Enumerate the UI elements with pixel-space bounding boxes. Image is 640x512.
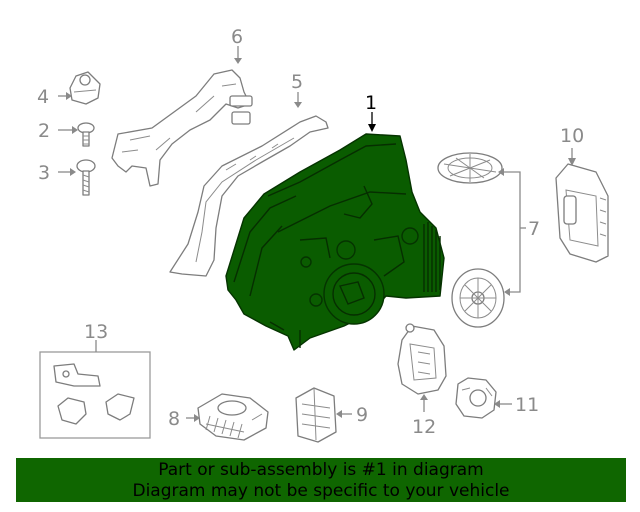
callout-12: 12 (412, 416, 436, 438)
callout-9: 9 (356, 404, 368, 426)
part-3-screw[interactable] (76, 159, 96, 196)
part-11-actuator[interactable] (455, 377, 497, 419)
callout-3: 3 (38, 162, 50, 184)
part-10-control-module[interactable] (555, 163, 609, 263)
callout-7: 7 (528, 218, 540, 240)
banner-line-2: Diagram may not be specific to your vehi… (132, 481, 510, 501)
callout-13: 13 (84, 321, 108, 343)
part-8-module[interactable] (197, 393, 269, 441)
callout-1: 1 (365, 92, 377, 114)
part-4-adjuster[interactable] (69, 71, 101, 105)
part-7-cover-upper[interactable] (437, 152, 503, 184)
callout-4: 4 (37, 86, 49, 108)
callout-10: 10 (560, 125, 584, 147)
part-1-headlamp-assembly[interactable] (225, 133, 445, 351)
banner-line-1: Part or sub-assembly is #1 in diagram (158, 460, 484, 480)
part-12-housing[interactable] (397, 323, 447, 395)
part-info-banner: Part or sub-assembly is #1 in diagram Di… (16, 458, 626, 502)
part-5-trim-strip[interactable] (169, 115, 329, 277)
part-13-kit[interactable] (39, 351, 151, 439)
callout-labels: 1 2 3 4 5 6 7 8 9 10 11 12 13 (37, 26, 584, 438)
part-7-cover-lower[interactable] (451, 268, 505, 328)
leader-lines (58, 46, 576, 422)
part-2-screw[interactable] (77, 122, 95, 147)
part-9-driver-box[interactable] (295, 387, 337, 443)
callout-6: 6 (231, 26, 243, 48)
callout-11: 11 (515, 394, 539, 416)
callout-2: 2 (38, 120, 50, 142)
callout-8: 8 (168, 408, 180, 430)
callout-5: 5 (291, 71, 303, 93)
part-6-upper-bracket[interactable] (111, 69, 253, 187)
